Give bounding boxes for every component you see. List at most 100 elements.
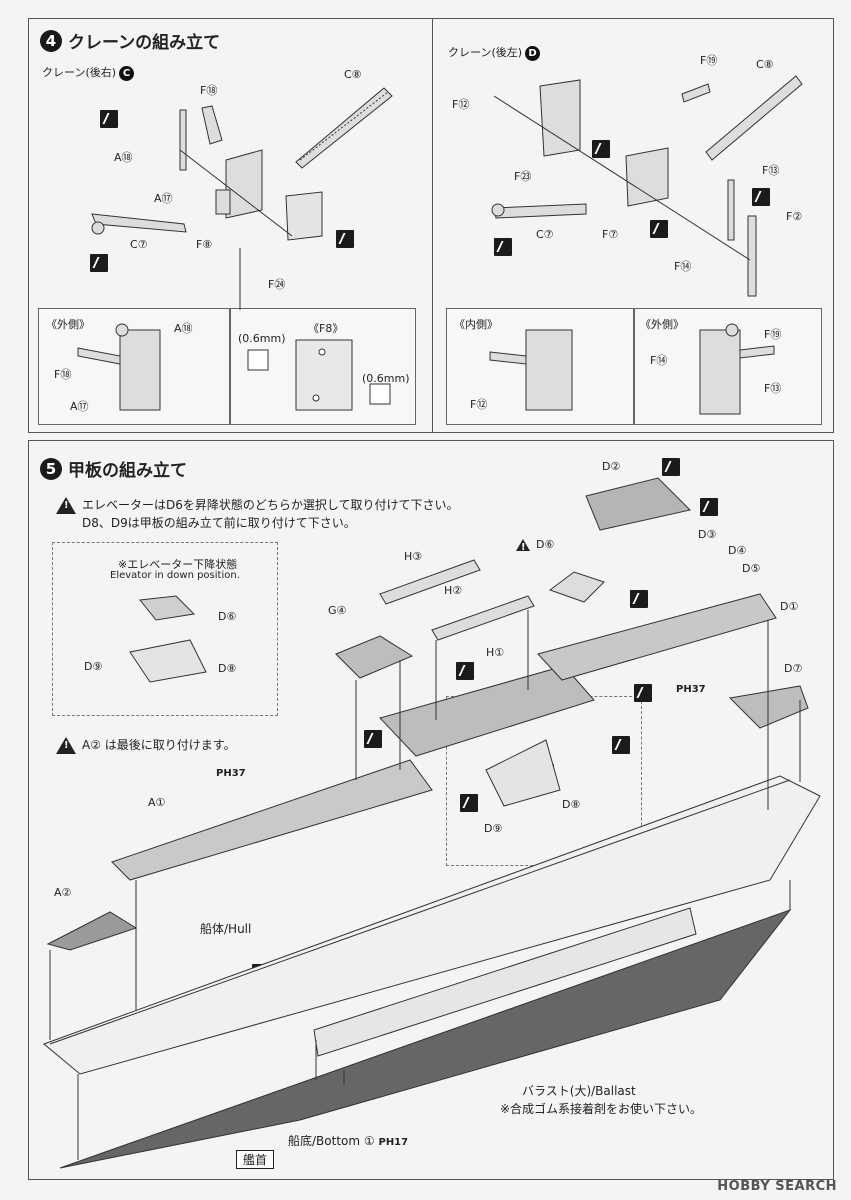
part-label: F㉓ bbox=[514, 170, 532, 183]
part-label: D⑧ bbox=[562, 798, 581, 811]
crane-rear-left-text: クレーン(後左) bbox=[448, 46, 523, 59]
crane-rear-right-label: クレーン(後右)C bbox=[42, 64, 135, 81]
cement-icon bbox=[90, 254, 108, 272]
crane-rear-left-label: クレーン(後左)D bbox=[448, 44, 541, 61]
crane-body-left bbox=[179, 105, 323, 241]
part-label: D⑤ bbox=[742, 562, 761, 575]
part-label: D⑨ bbox=[84, 660, 103, 673]
cement-icon bbox=[592, 140, 610, 158]
elevator-note-jp: ※エレベーター下降状態 bbox=[118, 558, 238, 571]
inset-inner-drawing bbox=[489, 329, 573, 411]
watermark: HOBBY SEARCH bbox=[717, 1179, 837, 1194]
part-label: D⑨ bbox=[484, 822, 503, 835]
hull-label: 船体/Hull bbox=[200, 922, 252, 936]
part-label: C⑧ bbox=[344, 68, 362, 81]
flight-deck-parts bbox=[46, 477, 809, 951]
part-label: A⑰ bbox=[70, 400, 89, 413]
inset-title: 《外側》 bbox=[46, 318, 90, 331]
step4-number: 4 bbox=[40, 29, 62, 52]
part-label: H③ bbox=[404, 550, 423, 563]
ballast-label: バラスト(大)/Ballast bbox=[522, 1084, 636, 1098]
cement-icon bbox=[494, 238, 512, 256]
cement-icon bbox=[612, 736, 630, 754]
assembly-guide-lines bbox=[49, 610, 801, 1160]
crane-rear-right-text: クレーン(後右) bbox=[42, 66, 117, 79]
cement-icon bbox=[456, 662, 474, 680]
cement-icon bbox=[662, 458, 680, 476]
cement-icon bbox=[634, 684, 652, 702]
part-label: D② bbox=[602, 460, 621, 473]
note1-text: エレベーターはD6を昇降状態のどちらか選択して取り付けて下さい。 bbox=[82, 498, 459, 512]
d6-label: D⑥ bbox=[536, 538, 555, 551]
part-label: D⑧ bbox=[218, 662, 237, 675]
part-label: F⑲ bbox=[764, 328, 782, 341]
part-label: D① bbox=[780, 600, 799, 613]
part-label: D⑥ bbox=[218, 610, 237, 623]
part-label: H① bbox=[486, 646, 505, 659]
warning-icon bbox=[56, 737, 76, 754]
part-label: F⑭ bbox=[650, 354, 668, 367]
cement-icon bbox=[364, 730, 382, 748]
inset-title: 《F8》 bbox=[308, 322, 344, 335]
crane-arm-left bbox=[91, 213, 187, 235]
elevator-note-en: Elevator in down position. bbox=[110, 570, 240, 581]
inset-outer-right-drawing bbox=[699, 323, 775, 415]
inset-outer-left-drawing bbox=[77, 323, 161, 411]
part-label: H② bbox=[444, 584, 463, 597]
crane-rear-left-badge: D bbox=[525, 45, 541, 61]
ph-ref: PH37 bbox=[676, 684, 706, 695]
step4-divider bbox=[432, 18, 433, 433]
part-label: F⑦ bbox=[602, 228, 619, 241]
ph-ref: PH37 bbox=[216, 768, 246, 779]
cement-icon bbox=[650, 220, 668, 238]
part-label: F⑲ bbox=[700, 54, 718, 67]
part-label: F⑬ bbox=[762, 164, 780, 177]
warning-icon bbox=[56, 497, 76, 514]
crane-boom-left bbox=[295, 87, 393, 169]
step5-frame bbox=[28, 440, 834, 1180]
part-label: D③ bbox=[698, 528, 717, 541]
cement-icon bbox=[700, 498, 718, 516]
part-label: F⑫ bbox=[470, 398, 488, 411]
bottom-label-num: ① bbox=[363, 1134, 375, 1148]
part-label: A① bbox=[148, 796, 166, 809]
part-label: F⑬ bbox=[764, 382, 782, 395]
elevator-note-1: エレベーターはD6を昇降状態のどちらか選択して取り付けて下さい。 bbox=[56, 496, 459, 514]
cement-icon bbox=[752, 188, 770, 206]
warning-icon bbox=[516, 539, 530, 553]
elevator-parts-inset bbox=[129, 595, 207, 683]
cement-icon bbox=[630, 590, 648, 608]
inset-title: 《外側》 bbox=[640, 318, 684, 331]
part-label: C⑦ bbox=[536, 228, 554, 241]
part-label: F⑧ bbox=[196, 238, 213, 251]
cement-icon bbox=[100, 110, 118, 128]
part-label: A② bbox=[54, 886, 72, 899]
dimension-label: (0.6mm) bbox=[362, 372, 410, 385]
bottom-label: 船底/Bottom ① PH17 bbox=[288, 1132, 408, 1149]
step4-title: 4 クレーンの組み立て bbox=[40, 28, 220, 53]
inset-f8-drawing bbox=[247, 339, 391, 411]
step4-title-text: クレーンの組み立て bbox=[68, 33, 221, 53]
note2-text: D8、D9は甲板の組み立て前に取り付けて下さい。 bbox=[82, 516, 356, 530]
cement-icon bbox=[460, 794, 478, 812]
a2-note-text: A② は最後に取り付けます。 bbox=[82, 738, 236, 752]
step5-number: 5 bbox=[40, 457, 62, 480]
part-label: A⑱ bbox=[174, 322, 193, 335]
elevator-note-2: D8、D9は甲板の組み立て前に取り付けて下さい。 bbox=[82, 514, 356, 531]
elevator-down-inset bbox=[52, 542, 278, 716]
cement-icon bbox=[336, 230, 354, 248]
step4-frame bbox=[28, 18, 834, 433]
part-label: D④ bbox=[728, 544, 747, 557]
part-label: F② bbox=[786, 210, 803, 223]
a2-note: A② は最後に取り付けます。 bbox=[56, 736, 236, 754]
crane-body-right bbox=[491, 75, 803, 297]
inset-title: 《内側》 bbox=[454, 318, 498, 331]
part-label: F⑱ bbox=[200, 84, 218, 97]
ballast-note: ※合成ゴム系接着剤をお使い下さい。 bbox=[500, 1102, 703, 1116]
part-label: C⑧ bbox=[756, 58, 774, 71]
part-label: F㉔ bbox=[268, 278, 286, 291]
part-label: C⑦ bbox=[130, 238, 148, 251]
bottom-label-ref: PH17 bbox=[378, 1137, 409, 1148]
